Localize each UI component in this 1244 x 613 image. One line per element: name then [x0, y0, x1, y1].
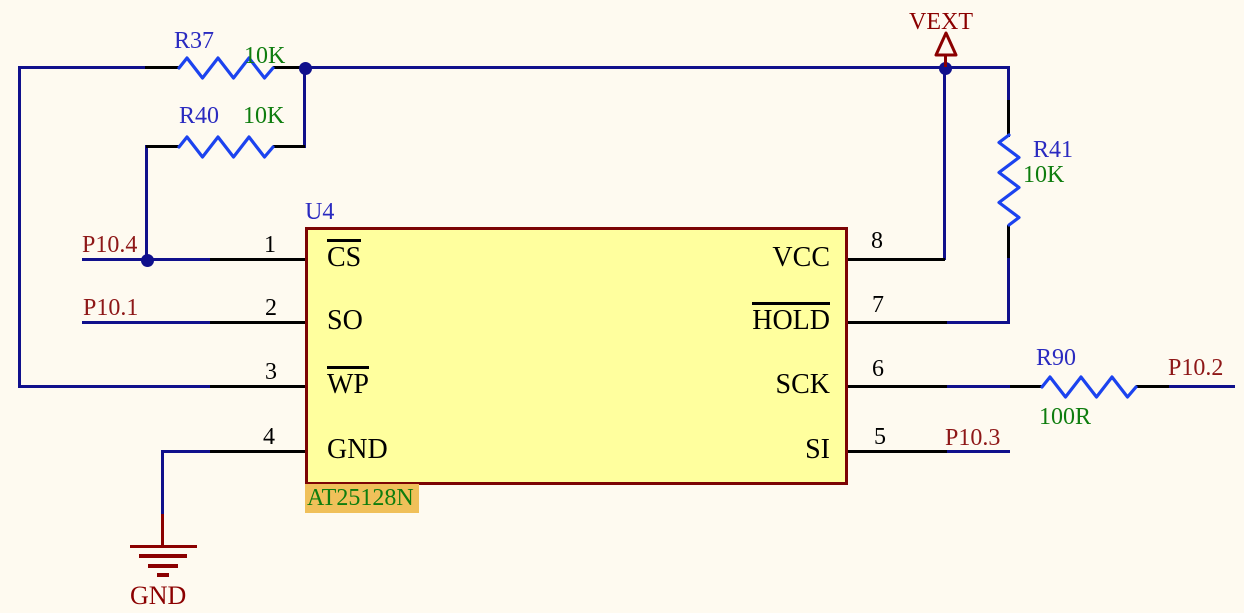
- wire-top-main[interactable]: [303, 66, 1010, 69]
- pin-number-2: 2: [265, 295, 277, 321]
- pin-name-cs: CS: [327, 239, 362, 272]
- wire-top-left[interactable]: [18, 66, 145, 69]
- r41-value[interactable]: 10K: [1023, 162, 1065, 188]
- wire-r40-cs-vertical[interactable]: [145, 145, 148, 261]
- pin7-lead[interactable]: [848, 321, 947, 324]
- r40-lead-right: [273, 145, 305, 148]
- r40-value[interactable]: 10K: [243, 103, 285, 129]
- wire-so-net[interactable]: [82, 321, 210, 324]
- r90-lead-right: [1136, 385, 1169, 388]
- junction-dot: [141, 254, 154, 267]
- r37-lead-right: [273, 66, 305, 69]
- wire-sck-out[interactable]: [1168, 385, 1235, 388]
- resistor-r37-symbol[interactable]: [177, 55, 275, 81]
- gnd-stem: [161, 514, 164, 546]
- ic-body-u4[interactable]: [305, 227, 848, 485]
- wire-wp-net[interactable]: [18, 385, 210, 388]
- vext-power-icon[interactable]: [933, 30, 959, 58]
- r37-designator[interactable]: R37: [174, 28, 215, 54]
- pin-number-3: 3: [265, 359, 277, 385]
- pin5-lead[interactable]: [848, 450, 947, 453]
- pin-number-8: 8: [871, 228, 883, 254]
- net-label-p10-1[interactable]: P10.1: [83, 295, 139, 321]
- resistor-r40-symbol[interactable]: [177, 134, 275, 160]
- pin-number-5: 5: [874, 424, 886, 450]
- pin2-lead[interactable]: [210, 321, 307, 324]
- pin-name-so: SO: [327, 305, 363, 336]
- net-label-p10-4[interactable]: P10.4: [82, 232, 138, 258]
- pin4-lead[interactable]: [210, 450, 307, 453]
- pin1-lead[interactable]: [210, 258, 307, 261]
- ic-part-number-text: AT25128N: [305, 484, 419, 513]
- ic-designator[interactable]: U4: [305, 199, 335, 225]
- r40-lead-left: [146, 145, 179, 148]
- pin-name-wp: WP: [327, 366, 369, 399]
- r41-lead-bottom: [1007, 225, 1010, 258]
- gnd-label[interactable]: GND: [130, 581, 187, 610]
- r40-designator[interactable]: R40: [179, 103, 220, 129]
- vext-stem: [944, 56, 947, 67]
- net-label-p10-3[interactable]: P10.3: [945, 425, 1001, 451]
- wire-hold-net[interactable]: [947, 321, 1010, 324]
- pin-number-6: 6: [872, 356, 884, 382]
- r41-lead-top: [1007, 100, 1010, 137]
- pin-name-gnd: GND: [327, 434, 388, 465]
- pin6-lead[interactable]: [848, 385, 947, 388]
- ic-part-number[interactable]: AT25128N: [305, 484, 419, 513]
- pin8-lead[interactable]: [848, 258, 945, 261]
- junction-dot: [299, 62, 312, 75]
- gnd-bar-1[interactable]: [130, 545, 197, 548]
- wire-left-rail[interactable]: [18, 66, 21, 388]
- vext-label[interactable]: VEXT: [909, 9, 973, 35]
- junction-dot: [939, 62, 952, 75]
- gnd-bar-2: [139, 554, 187, 558]
- pin-number-7: 7: [872, 292, 884, 318]
- wire-r41-top-vertical[interactable]: [1007, 66, 1010, 102]
- pin-name-sck: SCK: [775, 369, 830, 400]
- r37-value[interactable]: 10K: [244, 43, 286, 69]
- gnd-bar-3: [148, 564, 178, 568]
- pin3-lead[interactable]: [210, 385, 307, 388]
- net-label-p10-2[interactable]: P10.2: [1168, 355, 1224, 381]
- wire-r37-r40-vertical[interactable]: [303, 66, 306, 148]
- resistor-r90-symbol[interactable]: [1040, 374, 1138, 400]
- resistor-r41-symbol[interactable]: [996, 133, 1022, 227]
- wire-gnd-vertical[interactable]: [161, 450, 164, 517]
- r41-designator[interactable]: R41: [1033, 137, 1074, 163]
- pin-name-vcc: VCC: [772, 242, 830, 273]
- wire-gnd-net[interactable]: [161, 450, 210, 453]
- r37-lead-left: [145, 66, 179, 69]
- wire-r41-bottom-vertical[interactable]: [1007, 256, 1010, 324]
- pin-name-si: SI: [805, 434, 830, 465]
- wire-si-net[interactable]: [947, 450, 1010, 453]
- r90-designator[interactable]: R90: [1036, 345, 1077, 371]
- r90-lead-left: [1010, 385, 1043, 388]
- wire-sck-net[interactable]: [947, 385, 1010, 388]
- pin-number-1: 1: [264, 232, 276, 258]
- pin-number-4: 4: [263, 424, 275, 450]
- r90-value[interactable]: 100R: [1039, 404, 1092, 430]
- gnd-bar-4: [157, 573, 169, 577]
- wire-vcc-vertical[interactable]: [943, 66, 946, 260]
- pin-name-hold: HOLD: [752, 302, 830, 335]
